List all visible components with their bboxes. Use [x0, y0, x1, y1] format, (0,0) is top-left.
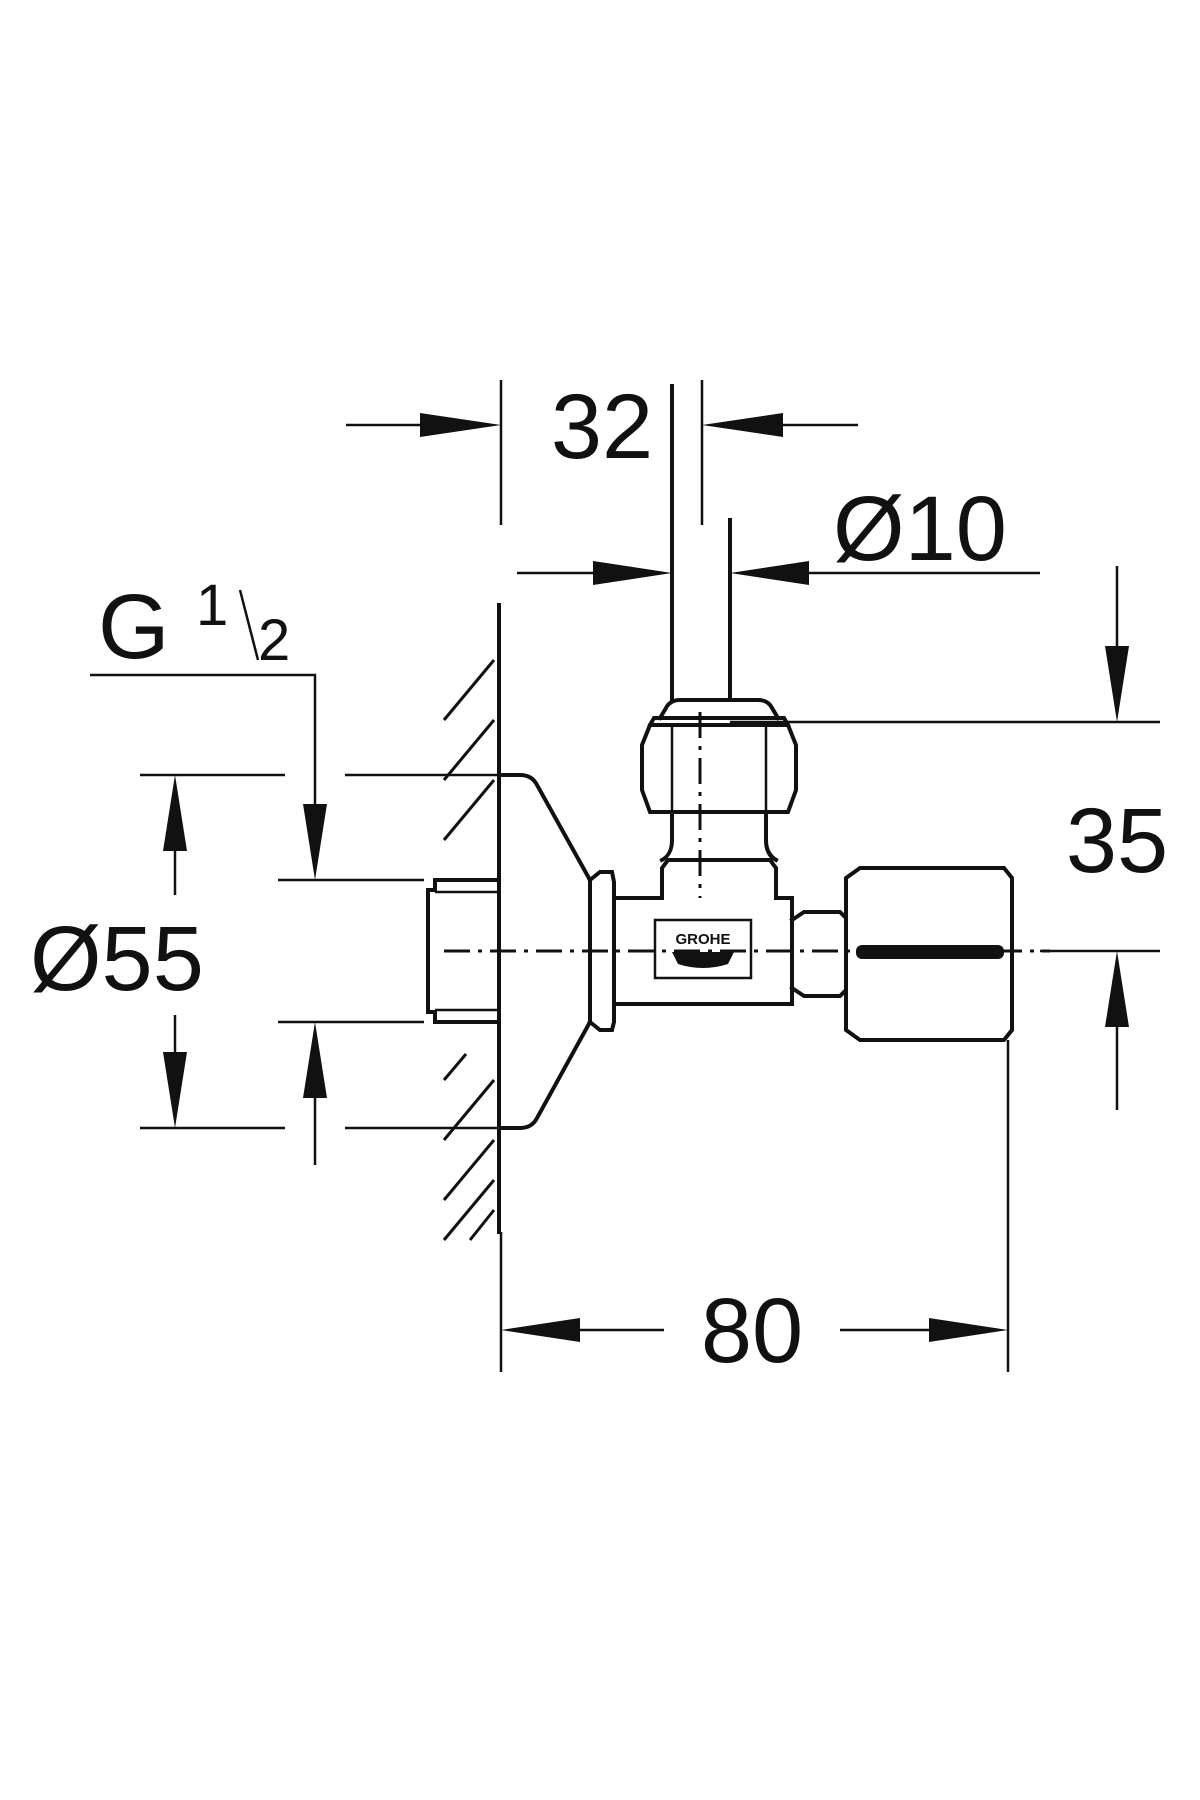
valve-body: GROHE	[426, 384, 1050, 1130]
wall-thread-stub	[426, 878, 501, 1024]
handle-stem	[789, 910, 848, 998]
dim-35-label: 35	[1066, 790, 1168, 892]
outlet-neck	[659, 810, 779, 863]
thread-fraction-slash	[238, 589, 260, 661]
dimension-80: 80	[499, 1040, 1010, 1382]
dimension-flange-diameter: Ø55	[30, 773, 498, 1130]
dimension-35: 35	[730, 566, 1168, 1110]
compression-nut	[640, 723, 798, 814]
handle-cap	[844, 866, 1014, 1042]
dimension-32: 32	[346, 376, 858, 525]
wall	[442, 603, 501, 1241]
logo-plate	[653, 918, 753, 980]
dim-pipe-diameter-label: Ø10	[833, 478, 1007, 580]
dim-flange-diameter-label: Ø55	[30, 908, 204, 1010]
handle-slot	[856, 945, 1004, 959]
dimension-pipe-diameter: Ø10	[517, 478, 1040, 585]
dim-80-label: 80	[701, 1280, 803, 1382]
logo-text: GROHE	[675, 931, 730, 948]
dim-32-label: 32	[551, 376, 653, 478]
dim-thread-num: 1	[196, 573, 228, 638]
dim-thread-label: G	[98, 576, 170, 678]
body-main	[612, 858, 794, 1006]
wall-hatching	[442, 659, 496, 1241]
dimension-thread: G 1 2	[90, 573, 424, 1165]
dim-thread-den: 2	[258, 608, 290, 673]
logo-emblem	[672, 952, 734, 968]
olive-ring	[657, 698, 781, 721]
